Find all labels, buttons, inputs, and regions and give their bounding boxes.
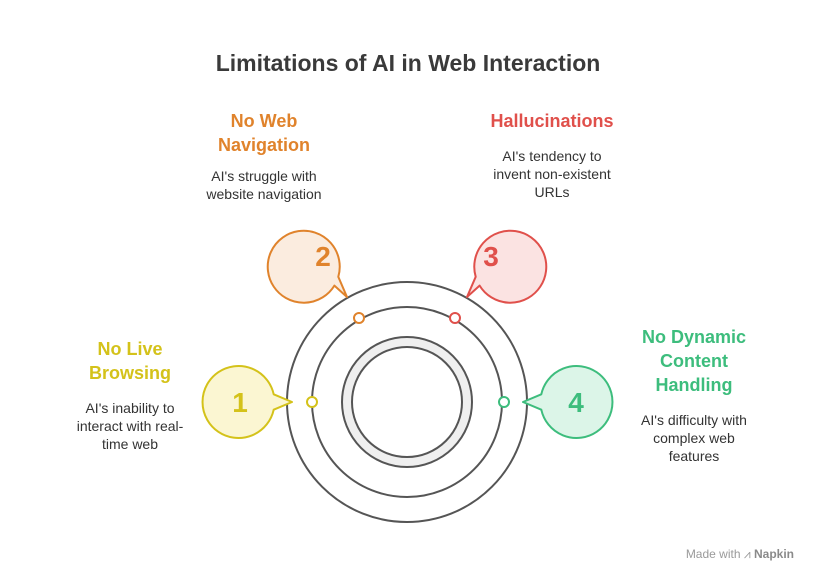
- bubble-3-number: 3: [483, 241, 499, 272]
- concentric-rings: [286, 281, 528, 523]
- item-3-description: AI's tendency to invent non-existent URL…: [493, 148, 611, 200]
- item-3-heading: Hallucinations: [490, 111, 614, 131]
- footer-prefix: Made with: [685, 547, 741, 561]
- footer-brand: Napkin: [753, 547, 794, 561]
- item-2-heading: No Web Navigation: [217, 111, 310, 155]
- bubble-3-shape: [466, 229, 548, 304]
- bubble-2-number: 2: [315, 241, 331, 272]
- callout-bubble-2: 2: [266, 229, 365, 324]
- item-1-description: AI's inability to interact with real- ti…: [76, 400, 184, 452]
- item-2-description: AI's struggle with website navigation: [206, 168, 322, 202]
- bubble-4-anchor-dot: [498, 396, 510, 408]
- bubble-1-number: 1: [232, 387, 248, 418]
- inner-ring-hole: [351, 346, 463, 458]
- bubble-2-anchor-dot: [353, 312, 365, 324]
- callout-bubble-1: 1: [201, 365, 318, 439]
- bubble-3-anchor-dot: [449, 312, 461, 324]
- page-title: Limitations of AI in Web Interaction: [215, 50, 601, 76]
- callout-bubble-4: 4: [498, 365, 614, 439]
- footer-credit: Made with ⩘ Napkin: [686, 547, 794, 562]
- bubble-1-shape: [201, 365, 293, 439]
- bubble-4-number: 4: [568, 387, 584, 418]
- item-4-description: AI's difficulty with complex web feature…: [641, 412, 747, 464]
- napkin-logo-icon: ⩘: [743, 547, 751, 561]
- bubble-2-shape: [266, 229, 348, 304]
- item-1-heading: No Live Browsing: [88, 339, 171, 383]
- bubble-4-shape: [522, 365, 614, 439]
- bubble-1-anchor-dot: [306, 396, 318, 408]
- callout-bubble-3: 3: [449, 229, 548, 324]
- item-4-heading: No Dynamic Content Handling: [641, 327, 747, 395]
